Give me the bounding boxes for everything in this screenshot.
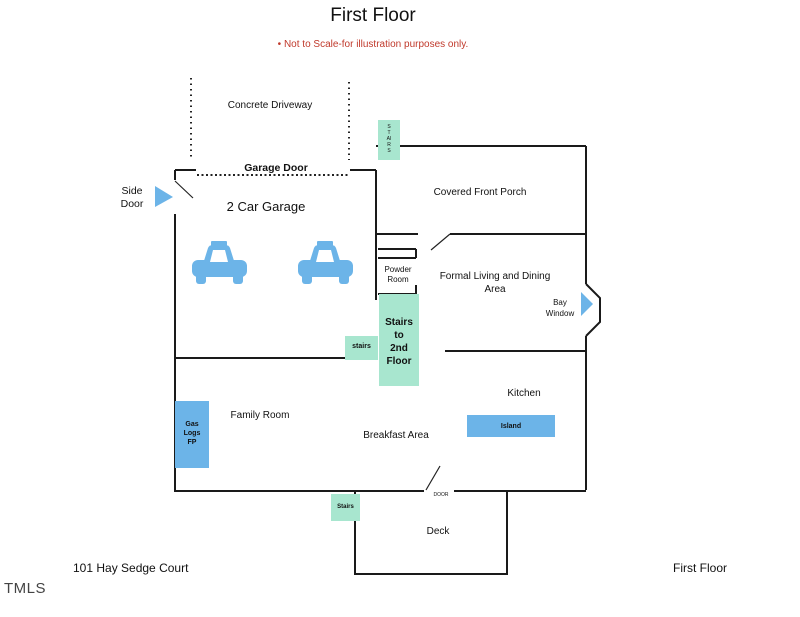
note-bullet: • bbox=[277, 39, 284, 50]
stairs-vertical-label: STAIRS bbox=[386, 124, 392, 154]
door-label: DOOR bbox=[433, 492, 449, 498]
breakfast-area-label: Breakfast Area bbox=[363, 430, 429, 441]
floor-footer: First Floor bbox=[673, 561, 727, 575]
stairs-2nd-label: Stairs to 2nd Floor bbox=[385, 317, 413, 367]
garage-door-label: Garage Door bbox=[244, 162, 308, 174]
stairs-2nd-block bbox=[379, 294, 419, 386]
two-car-garage-label: 2 Car Garage bbox=[226, 199, 306, 214]
family-room-label: Family Room bbox=[230, 410, 290, 421]
deck-label: Deck bbox=[426, 526, 450, 537]
doors bbox=[174, 174, 451, 491]
kitchen-label: Kitchen bbox=[507, 388, 541, 399]
plan-title: First Floor bbox=[330, 5, 416, 26]
covered-front-porch-label: Covered Front Porch bbox=[433, 187, 527, 198]
island bbox=[467, 415, 555, 437]
blue-fixtures bbox=[175, 401, 555, 468]
address-footer: 101 Hay Sedge Court bbox=[73, 561, 189, 575]
bay-window-label: Bay Window bbox=[545, 298, 575, 318]
powder-room-label: Powder Room bbox=[384, 265, 412, 284]
island-label: Island bbox=[500, 423, 522, 430]
concrete-driveway-label: Concrete Driveway bbox=[227, 100, 313, 111]
stairs-small-label: stairs bbox=[352, 343, 371, 350]
side-door-label: Side Door bbox=[120, 185, 144, 210]
driveway-markers bbox=[190, 78, 350, 160]
car-icon bbox=[298, 241, 353, 284]
scale-note-text: Not to Scale-for illustration purposes o… bbox=[283, 39, 469, 50]
deck-stairs-label: Stairs bbox=[337, 504, 354, 510]
side-door-arrow-icon bbox=[155, 186, 173, 207]
gas-logs-label: Gas Logs FP bbox=[183, 421, 201, 446]
stairs-vertical-block bbox=[378, 120, 400, 160]
stairs-small-block bbox=[345, 336, 378, 360]
bay-window-arrow-icon bbox=[581, 292, 593, 316]
stairs-blocks bbox=[331, 120, 419, 521]
car-icon bbox=[192, 241, 247, 284]
walls bbox=[174, 145, 601, 575]
scale-note: • Not to Scale-for illustration purposes… bbox=[0, 39, 746, 50]
formal-living-label: Formal Living and Dining Area bbox=[439, 271, 551, 295]
deck-stairs-block bbox=[331, 494, 360, 521]
gas-logs-fp bbox=[175, 401, 209, 468]
brand-logo: TMLS bbox=[4, 580, 47, 597]
